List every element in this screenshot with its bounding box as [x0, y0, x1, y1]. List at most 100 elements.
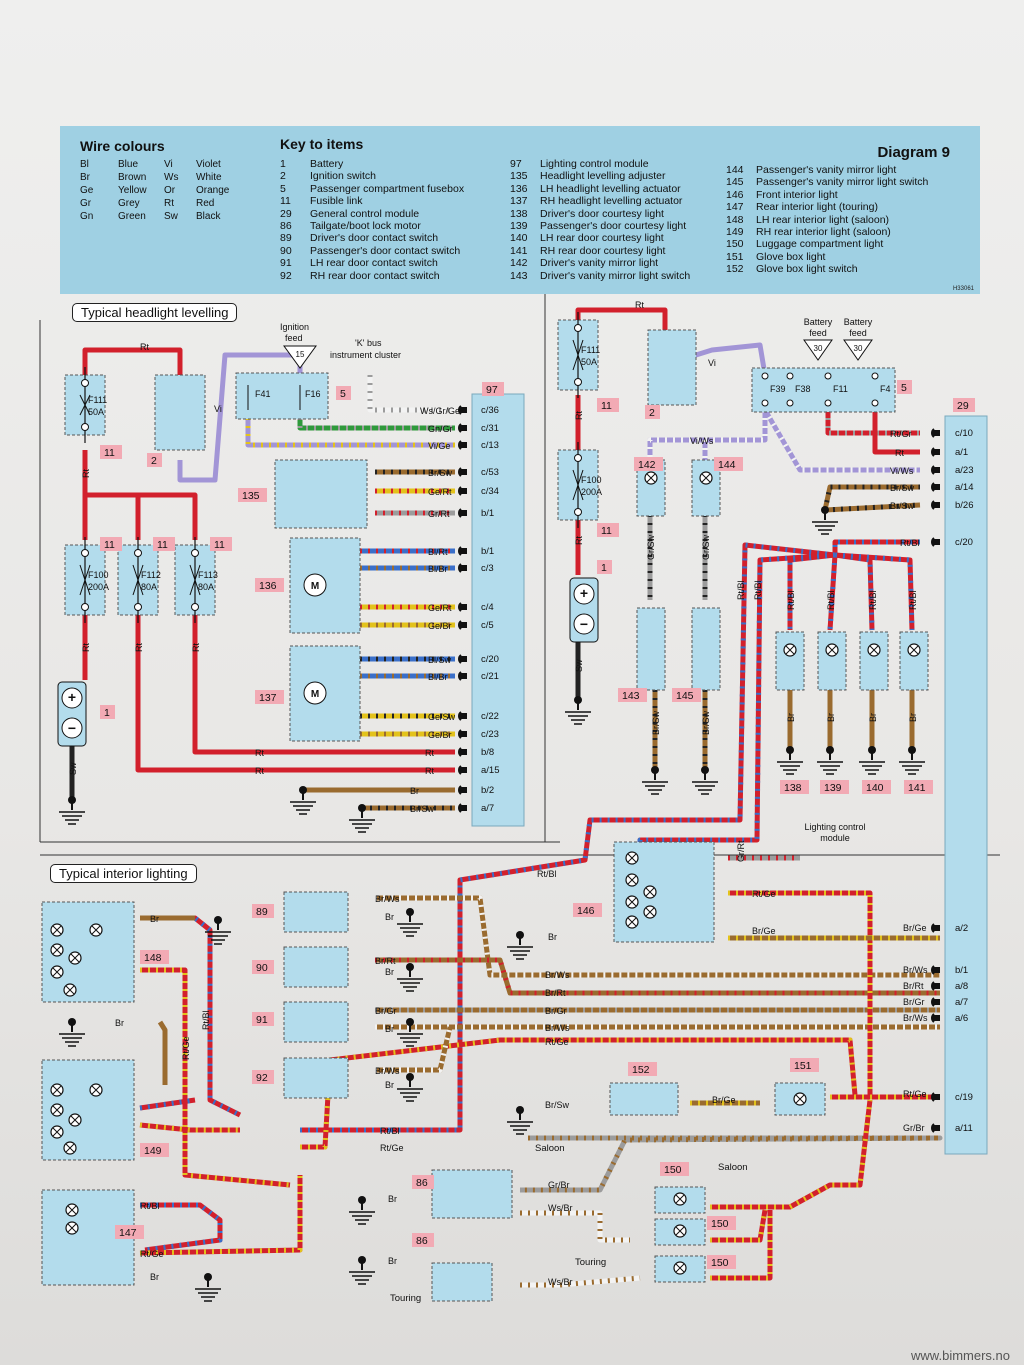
- module-97-pin: c/23: [481, 729, 499, 740]
- wire-colour-cell: Violet: [196, 159, 221, 170]
- pin: [460, 565, 467, 571]
- wire-colour-label: Rt: [425, 748, 434, 758]
- wire-trace: [375, 1026, 453, 1073]
- item-number: 1: [104, 707, 110, 719]
- wire: [710, 1099, 873, 1210]
- wire-trace: [710, 1210, 773, 1281]
- wire: [872, 410, 920, 455]
- wire-colour-label: Br/Gr: [903, 997, 925, 1007]
- wire-colour-label: Vi: [214, 404, 222, 414]
- wire-colour-label: Vi/Ws: [690, 436, 714, 446]
- wire-colour-cell: Or: [164, 185, 176, 196]
- pin: [933, 1125, 940, 1131]
- fuse-terminal: [191, 549, 199, 557]
- wire-colour-label: Rt/Bl: [908, 590, 918, 610]
- tailgate-lock-motor-touring: [431, 1262, 493, 1302]
- pin-socket: [458, 747, 462, 757]
- key-item-text: LH rear door contact switch: [310, 257, 438, 270]
- key-item-number: 137: [510, 195, 528, 208]
- item-number-tag: [255, 578, 284, 592]
- key-item-text: General control module: [310, 207, 420, 220]
- wire: [822, 484, 920, 511]
- lamp-icon-cross: [701, 473, 711, 483]
- wire-colour-label: Rt/Bl: [380, 1126, 400, 1136]
- wire-colour-label: Rt/Ge: [903, 1089, 927, 1099]
- key-item-text: RH headlight levelling actuator: [540, 195, 683, 208]
- pin-socket: [458, 620, 462, 630]
- wire-colour-label: Br/Ge: [903, 923, 927, 933]
- item-number-tag: [790, 1058, 819, 1072]
- pin-socket: [458, 563, 462, 573]
- pin-socket: [458, 671, 462, 681]
- lamp-icon-cross: [909, 645, 919, 655]
- wire-colour-label: Gr/Br: [903, 1123, 925, 1133]
- key-item-number: 145: [726, 176, 744, 189]
- wire-colour-label: Br/Ws: [903, 965, 928, 975]
- wire-trace: [140, 1202, 223, 1253]
- wire-colour-cell: Rt: [164, 198, 174, 209]
- wire-rt-b8: [192, 610, 455, 755]
- section-headlight-levelling: Typical headlight levelling: [72, 303, 238, 322]
- pin-socket: [931, 482, 935, 492]
- item-number-tag: [252, 960, 274, 974]
- wire: [824, 502, 921, 513]
- wire-colour-label: Gr/Br: [548, 1180, 570, 1190]
- key-item-text: RH rear interior light (saloon): [756, 225, 891, 238]
- item-number: 91: [256, 1014, 268, 1026]
- item-number-tag: [820, 780, 849, 794]
- item-number: 140: [866, 782, 884, 794]
- module-97-pin: c/34: [481, 486, 499, 497]
- fuse-terminal: [574, 378, 582, 386]
- key-item-text: Driver's vanity mirror light: [540, 257, 659, 270]
- item-number-tag: [147, 453, 162, 467]
- wire-colour-label: Br: [385, 1024, 394, 1034]
- lamp-icon-cross: [785, 645, 795, 655]
- wire-trace: [140, 915, 242, 1118]
- fuse-label: F100: [88, 570, 109, 580]
- ignition-feed-number: 15: [296, 350, 305, 359]
- touring-label: Touring: [575, 1257, 606, 1268]
- pin-socket: [458, 803, 462, 813]
- pin: [460, 656, 467, 662]
- wire-colour-label: Br/Sw: [428, 468, 453, 478]
- wire-colours-title: Wire colours: [80, 138, 165, 154]
- pin-socket: [931, 997, 935, 1007]
- item-number-tag: [862, 780, 891, 794]
- key-item-text: Glove box light: [756, 250, 826, 263]
- item-number: 1: [601, 562, 607, 574]
- battery-feed-label: feed: [849, 328, 867, 338]
- module-29-pin: a/14: [955, 482, 974, 493]
- wire: [139, 1122, 240, 1133]
- item-number-tag: [714, 457, 743, 471]
- pin-socket: [931, 1123, 935, 1133]
- wire-colour-cell: Bl: [80, 159, 89, 170]
- ground-node: [358, 1196, 366, 1204]
- item-number: 11: [601, 525, 612, 537]
- touring-label: Touring: [390, 1293, 421, 1304]
- wire: [375, 957, 940, 996]
- wire-colour-label: Sw: [68, 762, 78, 775]
- wire-colour-label: Rt: [81, 469, 91, 478]
- item-number: 150: [664, 1164, 682, 1176]
- lamp-icon-cross: [52, 967, 62, 977]
- wire-colour-label: Br: [385, 912, 394, 922]
- pin-socket: [458, 423, 462, 433]
- module-29-pin: a/11: [955, 1123, 973, 1134]
- wire-colour-label: Bl/Rt: [428, 547, 448, 557]
- key-item-text: Passenger's vanity mirror light switch: [756, 176, 929, 189]
- wire-colour-label: Br: [548, 932, 557, 942]
- pin: [460, 622, 467, 628]
- wire-colour-label: Rt/Bl: [868, 590, 878, 610]
- key-item-number: 148: [726, 213, 744, 226]
- item-number: 149: [144, 1145, 162, 1157]
- wire-colour-label: Br: [388, 1256, 397, 1266]
- item-number-tag: [252, 1070, 274, 1084]
- module-29-pin: b/1: [955, 965, 968, 976]
- wire-trace: [139, 1122, 240, 1133]
- wire-colour-label: Rt/Bl: [786, 590, 796, 610]
- wire-colour-label: Rt: [255, 766, 264, 776]
